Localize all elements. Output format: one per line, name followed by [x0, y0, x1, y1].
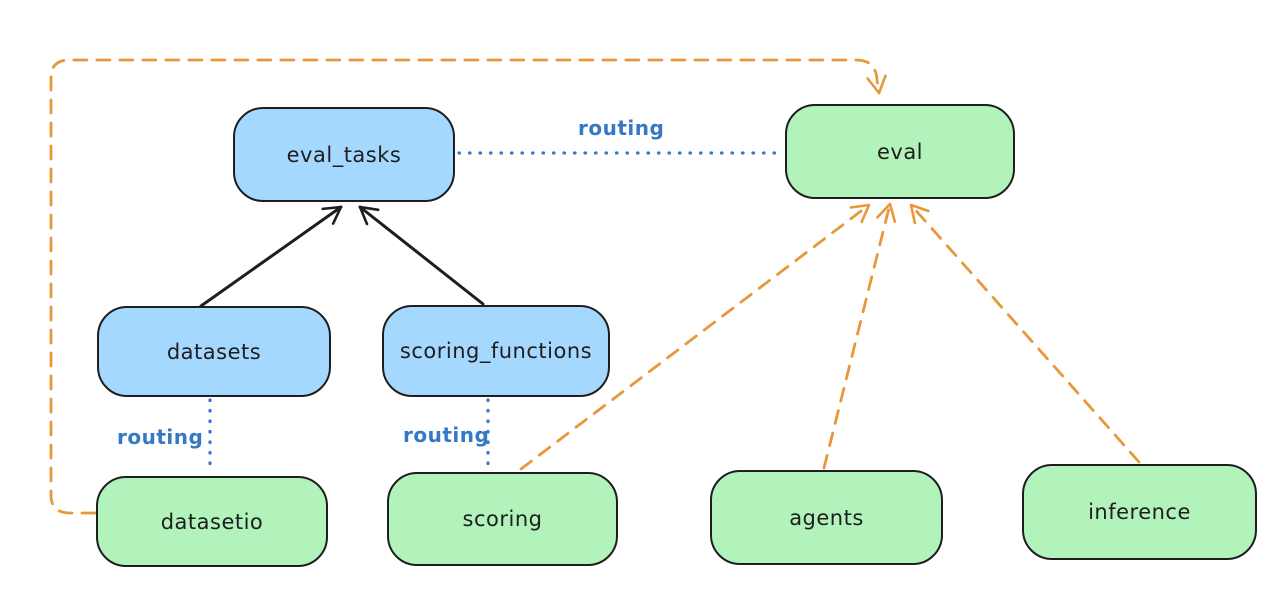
- node-datasetio-label: datasetio: [160, 509, 264, 534]
- node-datasetio: datasetio: [96, 476, 328, 567]
- edge-datasets-to-eval-tasks: [199, 205, 343, 308]
- node-scoring-label: scoring: [462, 507, 543, 531]
- routing-label-eval-tasks-eval: routing: [578, 116, 665, 140]
- node-eval: eval: [785, 104, 1015, 199]
- edge-inference-to-eval: [909, 203, 1141, 464]
- edge-scoring-to-eval: [519, 203, 871, 471]
- node-scoring-functions: scoring_functions: [382, 305, 610, 397]
- node-agents: agents: [710, 470, 943, 565]
- node-eval-tasks-label: eval_tasks: [286, 142, 402, 167]
- node-scoring-functions-label: scoring_functions: [399, 339, 593, 363]
- node-datasets: datasets: [97, 306, 331, 397]
- node-agents-label: agents: [789, 505, 864, 530]
- edge-agents-to-eval: [822, 202, 897, 470]
- node-eval-label: eval: [876, 139, 924, 164]
- node-datasets-label: datasets: [166, 339, 262, 364]
- routing-label-scoring-functions-scoring: routing: [403, 423, 490, 447]
- edge-scoring-functions-to-eval-tasks: [358, 205, 485, 306]
- routing-label-datasets-datasetio: routing: [117, 425, 204, 449]
- node-eval-tasks: eval_tasks: [233, 107, 455, 202]
- node-scoring: scoring: [387, 472, 618, 566]
- node-inference: inference: [1022, 464, 1257, 560]
- node-inference-label: inference: [1088, 500, 1191, 524]
- edge-datasetio-to-eval: [49, 58, 887, 515]
